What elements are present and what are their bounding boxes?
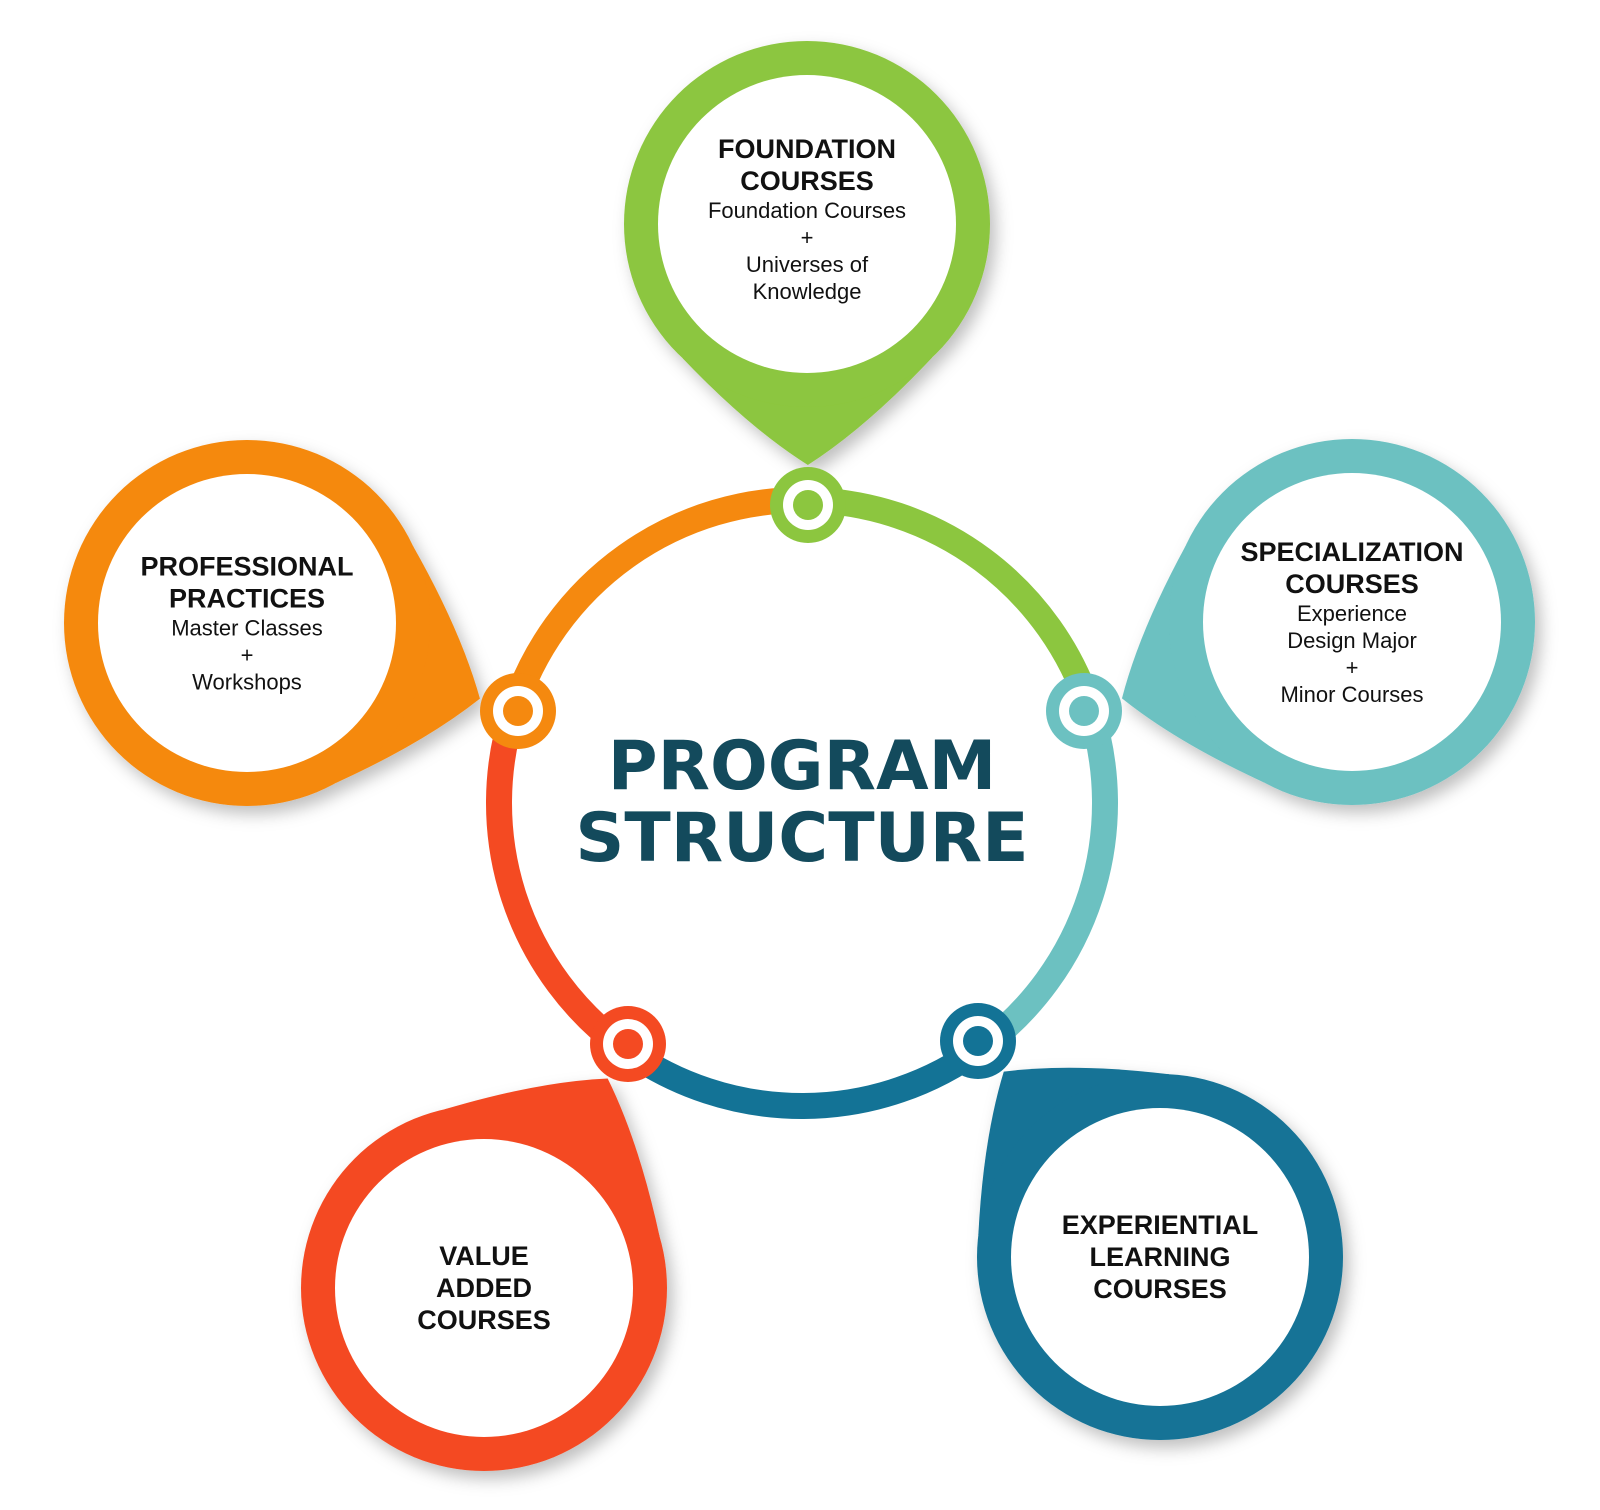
foundation-title: FOUNDATION COURSES [718, 134, 896, 196]
experiential-inner-circle [1011, 1108, 1309, 1406]
value-added-inner-circle [335, 1139, 633, 1437]
foundation-inner-circle [658, 75, 956, 373]
specialization-label: SPECIALIZATION COURSES Experience Design… [1212, 536, 1492, 708]
experiential-title: EXPERIENTIAL LEARNING COURSES [1061, 1210, 1259, 1304]
specialization-node-dot [1069, 696, 1099, 726]
experiential-label: EXPERIENTIAL LEARNING COURSES [1020, 1209, 1300, 1305]
specialization-title: SPECIALIZATION COURSES [1240, 537, 1464, 599]
professional-inner-circle [98, 474, 396, 772]
professional-title: PROFESSIONAL PRACTICES [140, 551, 354, 614]
professional-bubble [64, 440, 480, 806]
foundation-subtitle: Foundation Courses + Universes of Knowle… [707, 198, 907, 304]
ring-segment-experiential [617, 1036, 990, 1119]
professional-subtitle: Master Classes + Workshops [171, 615, 323, 695]
foundation-bubble [624, 41, 990, 466]
ring-segment-specialization [974, 704, 1118, 1058]
specialization-subtitle: Experience Design Major + Minor Courses [1280, 601, 1424, 707]
ring-segment-professional [501, 487, 809, 714]
specialization-inner-circle [1203, 473, 1501, 771]
experiential-node-dot [963, 1026, 993, 1056]
value-added-node-dot [613, 1029, 643, 1059]
experiential-bubble [977, 1067, 1343, 1440]
ring-segment-value-added [486, 705, 633, 1060]
foundation-node-dot [793, 490, 823, 520]
ring-segment-foundation [807, 487, 1103, 714]
value-added-title: VALUE ADDED COURSES [417, 1241, 551, 1335]
value-added-label: VALUE ADDED COURSES [344, 1240, 624, 1336]
professional-label: PROFESSIONAL PRACTICES Master Classes + … [107, 551, 387, 696]
diagram-title: PROGRAM STRUCTURE [575, 727, 1029, 878]
professional-node-dot [503, 696, 533, 726]
specialization-bubble [1121, 439, 1535, 805]
foundation-label: FOUNDATION COURSES Foundation Courses + … [667, 133, 947, 305]
value-added-bubble [301, 1078, 667, 1471]
